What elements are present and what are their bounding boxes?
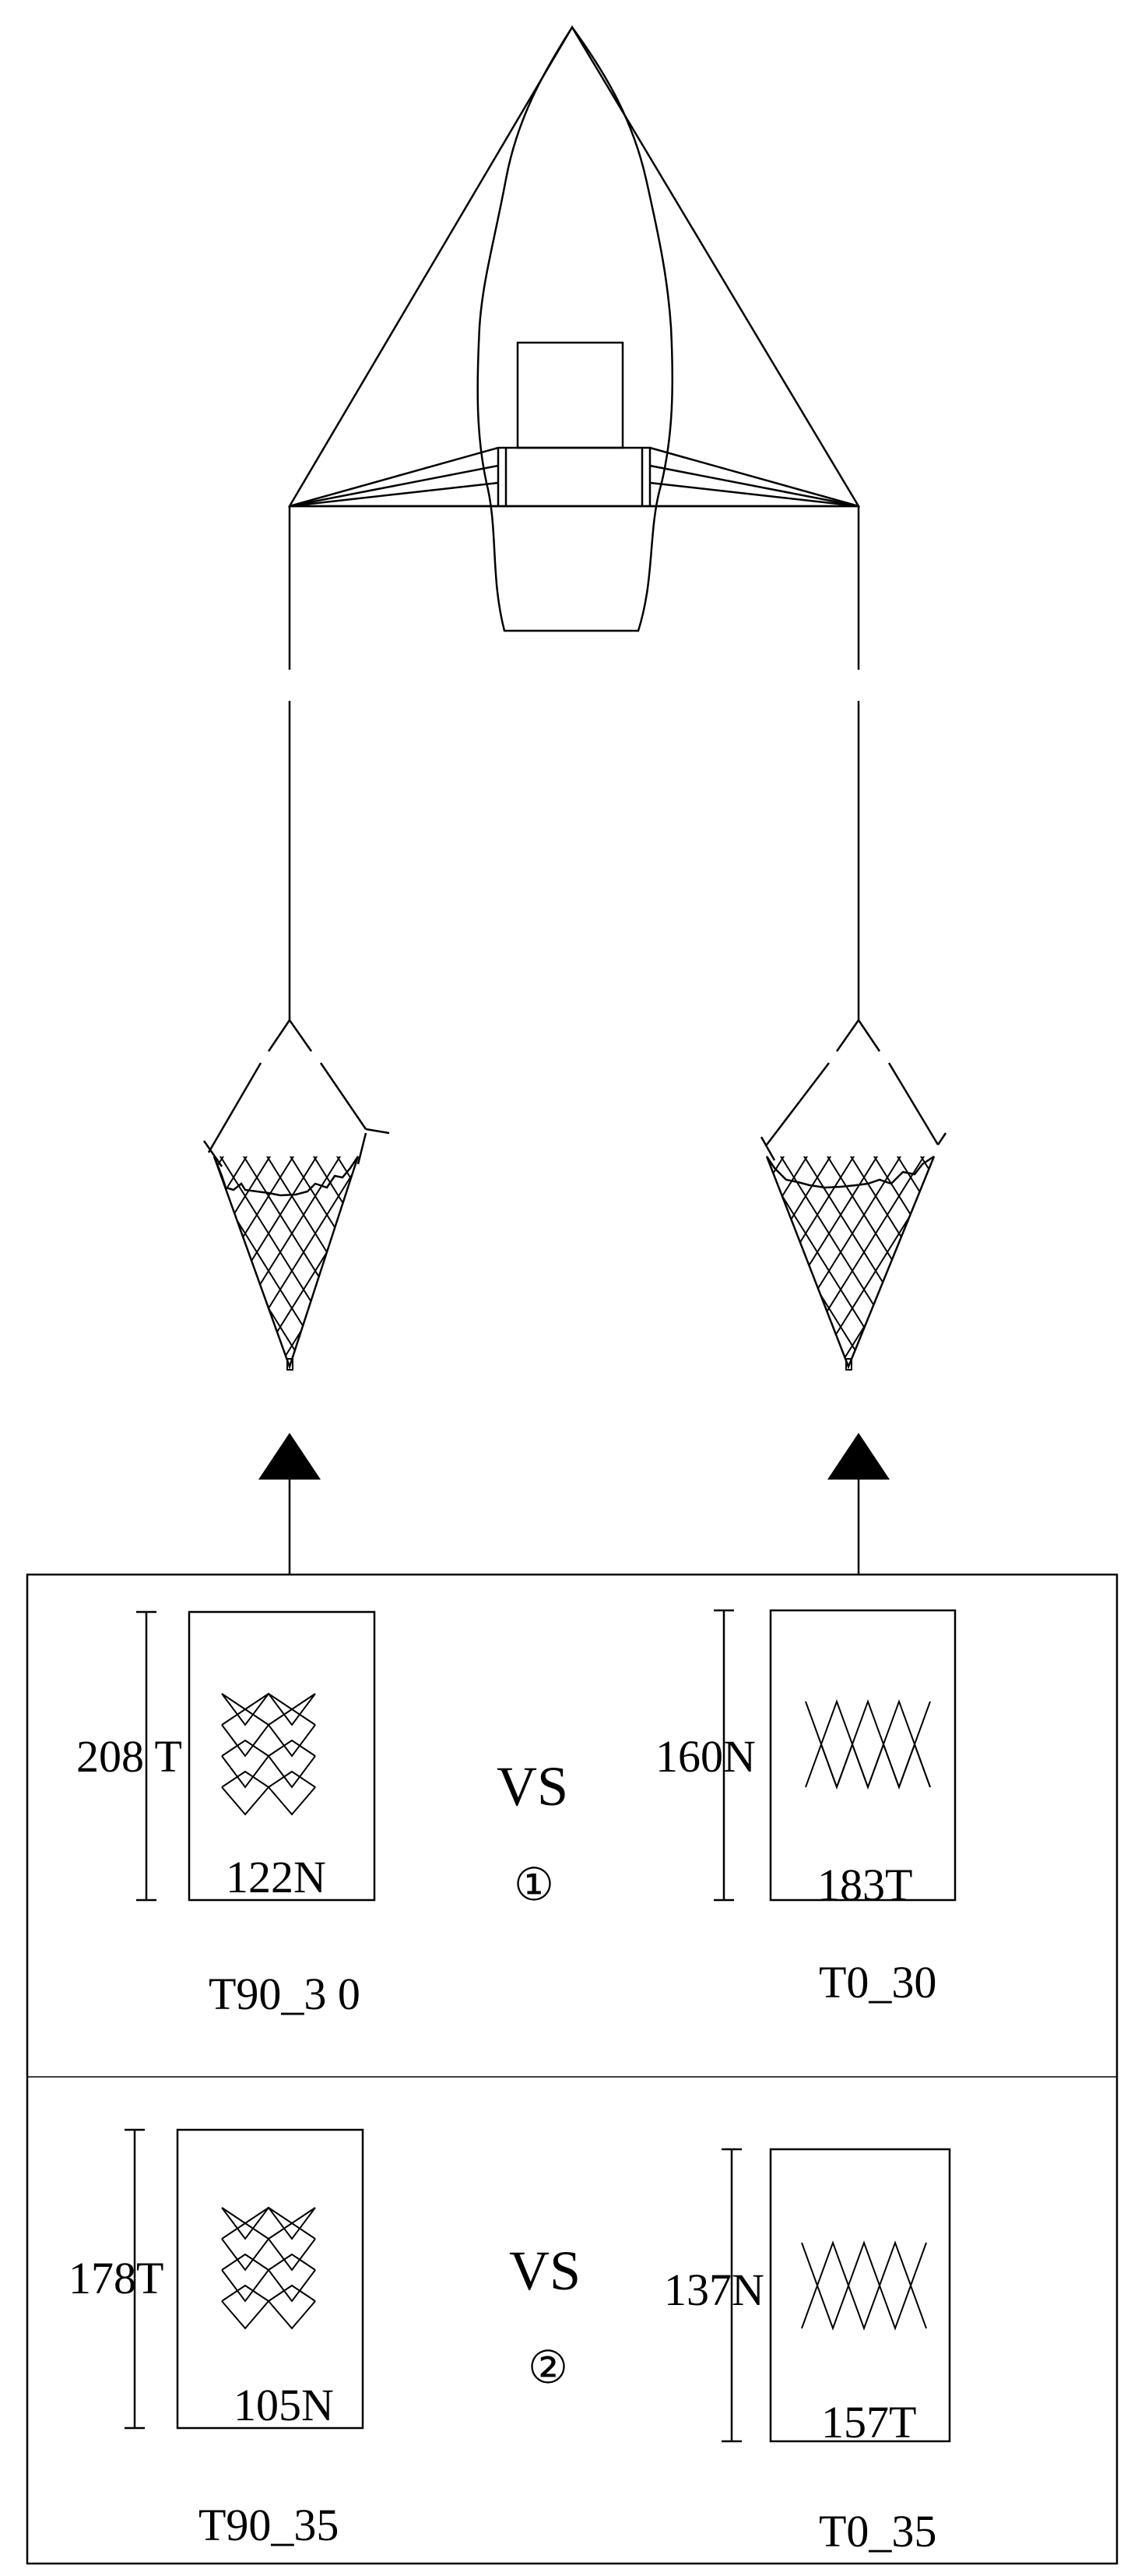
vessel-deck (497, 446, 652, 506)
net-left-mesh (214, 1156, 358, 1367)
net-right-bridle (766, 1019, 947, 1145)
t90-35-name: T90_35 (198, 2500, 339, 2550)
t0-30-name: T0_30 (819, 1957, 936, 2008)
tow-lines (288, 506, 860, 1020)
mesh-t0-30 (805, 1699, 931, 1789)
comparison-1: 208 T 122N T90_3 0 VS ① 160N 183T T0_30 (76, 1609, 957, 2019)
mesh-t90-30 (221, 1692, 316, 1816)
index-label-2: ② (528, 2342, 568, 2393)
t90-30-side-label: 208 T (76, 1731, 182, 1782)
sample-t0-30 (714, 1609, 957, 1902)
trawl-vessel (287, 25, 861, 632)
t0-35-side-label: 137N (664, 2265, 764, 2315)
sample-t0-30-outline (769, 1609, 957, 1902)
bridle-lines (289, 446, 859, 508)
vs-label-1: VS (497, 1755, 568, 1818)
arrow-right (827, 1433, 890, 1575)
t90-35-bottom-label: 105N (234, 2380, 334, 2430)
comparison-2: 178T 105N T90_35 VS ② 137N 157T T0_35 (68, 2128, 951, 2557)
comparison-panel (26, 1573, 1119, 2565)
t90-30-name: T90_3 0 (209, 1969, 360, 2019)
sample-t90-30 (136, 1610, 376, 1902)
t0-35-name: T0_35 (819, 2506, 936, 2557)
net-right (760, 1019, 947, 1371)
net-right-mesh (767, 1156, 934, 1367)
mesh-t0-35 (801, 2240, 927, 2331)
t0-35-bottom-label: 157T (821, 2397, 916, 2448)
t0-30-bottom-label: 183T (817, 1860, 912, 1910)
net-left-codend (286, 1358, 293, 1371)
t90-35-side-label: 178T (68, 2253, 163, 2303)
sample-t90-35 (125, 2128, 364, 2430)
t0-30-side-label: 160N (655, 1731, 756, 1782)
sample-t0-35 (722, 2148, 951, 2443)
sample-t90-35-outline (176, 2128, 364, 2430)
arrow-left (258, 1433, 321, 1575)
frame-outline (287, 25, 861, 508)
mesh-t90-35 (221, 2206, 316, 2330)
index-label-1: ① (514, 1860, 554, 1910)
vessel-hull (476, 25, 674, 632)
vessel-cabin (516, 341, 624, 449)
net-left (202, 1019, 390, 1371)
sample-t90-30-outline (188, 1610, 376, 1902)
sample-t0-35-outline (769, 2148, 951, 2443)
panel-outline (26, 1573, 1119, 2565)
t90-30-bottom-label: 122N (226, 1852, 326, 1902)
vs-label-2: VS (509, 2240, 581, 2302)
net-left-bridle (207, 1019, 390, 1153)
net-right-codend (845, 1358, 852, 1371)
